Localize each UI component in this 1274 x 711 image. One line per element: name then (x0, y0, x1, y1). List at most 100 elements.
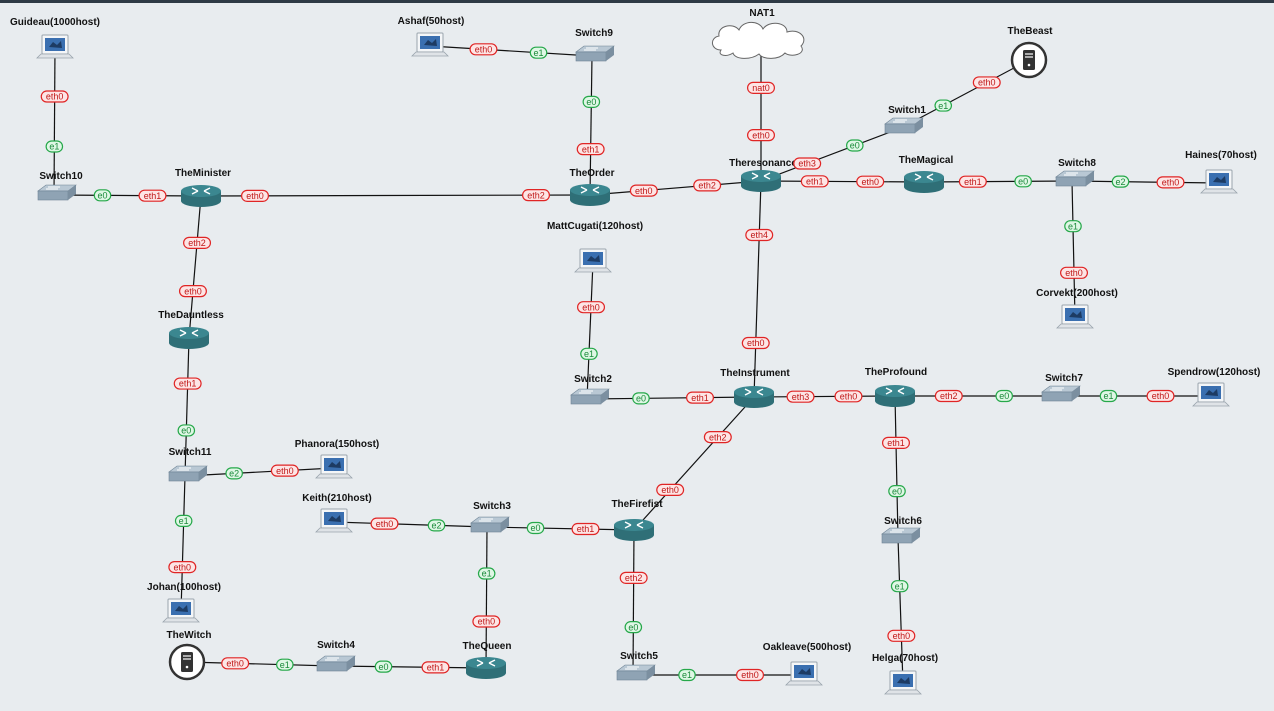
link-switch2-theinstrument[interactable] (586, 396, 755, 400)
node-label-guideau: Guideau(1000host) (10, 17, 100, 28)
switch-switch5-icon[interactable] (616, 664, 656, 681)
port-badge-e0: e0 (582, 95, 601, 108)
link-switch3-thefirefist[interactable] (486, 526, 635, 531)
link-switch6-helga[interactable] (897, 537, 904, 685)
router-theresonance-icon[interactable] (741, 170, 781, 192)
node-label-themagical: TheMagical (899, 155, 954, 166)
host-helga-icon[interactable] (884, 670, 922, 695)
link-switch9-theorder[interactable] (589, 55, 593, 196)
link-switch1-theresonance[interactable] (760, 127, 902, 182)
link-theresonance-theinstrument[interactable] (753, 180, 762, 398)
link-thefirefist-switch5[interactable] (632, 529, 635, 676)
svg-text:e1: e1 (179, 516, 189, 526)
cloud-nat1-icon[interactable] (712, 21, 805, 59)
svg-text:e1: e1 (938, 101, 948, 111)
router-theorder-icon[interactable] (570, 184, 610, 206)
link-theinstrument-theprofound[interactable] (753, 395, 896, 398)
port-badge-eth1: eth1 (138, 189, 167, 202)
link-mattcugati-switch2[interactable] (586, 261, 594, 400)
link-thewitch-switch4[interactable] (186, 661, 334, 667)
svg-text:eth2: eth2 (625, 573, 643, 583)
svg-text:e1: e1 (1103, 391, 1113, 401)
svg-text:eth2: eth2 (940, 391, 958, 401)
svg-text:eth0: eth0 (747, 338, 765, 348)
link-switch8-haines[interactable] (1071, 180, 1220, 184)
router-thefirefist-icon[interactable] (614, 519, 654, 541)
svg-text:eth1: eth1 (427, 663, 445, 673)
link-theprofound-switch6[interactable] (894, 395, 899, 539)
host-ashaf-icon[interactable] (411, 32, 449, 57)
link-themagical-switch8[interactable] (923, 180, 1073, 183)
link-guideau-switch10[interactable] (53, 47, 56, 196)
link-switch3-thequeen[interactable] (485, 526, 488, 669)
router-theprofound-icon[interactable] (875, 385, 915, 407)
link-theinstrument-thefirefist[interactable] (633, 396, 755, 531)
host-mattcugati-icon[interactable] (574, 248, 612, 273)
server-thebeast-icon[interactable] (1010, 41, 1048, 79)
switch-switch7-icon[interactable] (1041, 385, 1081, 402)
link-theorder-theresonance[interactable] (589, 180, 762, 196)
port-badge-e2: e2 (427, 519, 446, 532)
router-theminister-icon[interactable] (181, 185, 221, 207)
switch-switch10-icon[interactable] (37, 184, 77, 201)
switch-switch11-icon[interactable] (168, 465, 208, 482)
link-switch11-phanora[interactable] (184, 467, 335, 477)
host-oakleave-icon[interactable] (785, 661, 823, 686)
svg-text:eth2: eth2 (188, 238, 206, 248)
switch-switch2-icon[interactable] (570, 388, 610, 405)
host-keith-icon[interactable] (315, 508, 353, 533)
router-thequeen-icon[interactable] (466, 657, 506, 679)
switch-switch1-icon[interactable] (884, 117, 924, 134)
link-keith-switch3[interactable] (333, 521, 488, 528)
router-thedauntless-icon[interactable] (169, 327, 209, 349)
node-label-switch11: Switch11 (169, 447, 212, 458)
port-badge-e0: e0 (526, 521, 545, 535)
host-corvekt-icon[interactable] (1056, 304, 1094, 329)
svg-text:e0: e0 (892, 486, 902, 496)
switch-switch6-icon[interactable] (881, 527, 921, 544)
link-thedauntless-switch11[interactable] (184, 337, 190, 477)
port-badge-eth0: eth0 (856, 175, 885, 188)
port-badge-e0: e0 (624, 621, 643, 634)
port-badge-eth2: eth2 (934, 389, 963, 403)
router-theinstrument-icon[interactable] (734, 386, 774, 408)
link-switch11-johan[interactable] (180, 475, 186, 613)
port-badge-e0: e0 (1014, 175, 1032, 188)
link-switch4-thequeen[interactable] (332, 665, 487, 669)
port-badge-eth0: eth0 (1156, 176, 1185, 189)
port-badge-eth0: eth0 (270, 464, 299, 477)
svg-text:eth0: eth0 (741, 670, 759, 680)
host-guideau-icon[interactable] (36, 34, 74, 59)
port-badge-eth0: eth0 (735, 668, 764, 682)
link-switch10-theminister[interactable] (53, 194, 202, 197)
link-theresonance-themagical[interactable] (760, 180, 925, 183)
server-thewitch-icon[interactable] (168, 643, 206, 681)
port-badge-eth0: eth0 (168, 561, 197, 574)
host-haines-icon[interactable] (1200, 169, 1238, 194)
svg-text:e0: e0 (850, 141, 860, 151)
port-badge-eth1: eth1 (571, 522, 600, 536)
port-badge-e0: e0 (995, 389, 1014, 403)
host-phanora-icon[interactable] (315, 454, 353, 479)
svg-text:e0: e0 (1018, 177, 1028, 187)
svg-text:eth1: eth1 (887, 438, 905, 448)
host-spendrow-icon[interactable] (1192, 382, 1230, 407)
port-badge-e1: e1 (477, 567, 496, 580)
link-theminister-thedauntless[interactable] (188, 195, 202, 339)
switch-switch8-icon[interactable] (1055, 170, 1095, 187)
switch-switch9-icon[interactable] (575, 45, 615, 62)
router-themagical-icon[interactable] (904, 171, 944, 193)
switch-switch4-icon[interactable] (316, 655, 356, 672)
host-johan-icon[interactable] (162, 598, 200, 623)
svg-text:eth1: eth1 (179, 379, 197, 389)
node-label-thebeast: TheBeast (1007, 26, 1053, 37)
link-thebeast-switch1[interactable] (900, 59, 1030, 129)
link-ashaf-switch9[interactable] (429, 45, 593, 57)
switch-switch3-icon[interactable] (470, 516, 510, 533)
port-badge-e0: e0 (93, 189, 112, 202)
port-badge-eth1: eth1 (576, 143, 605, 156)
svg-text:e2: e2 (229, 469, 239, 479)
node-label-thequeen: TheQueen (463, 641, 512, 652)
link-switch8-corvekt[interactable] (1071, 180, 1076, 319)
